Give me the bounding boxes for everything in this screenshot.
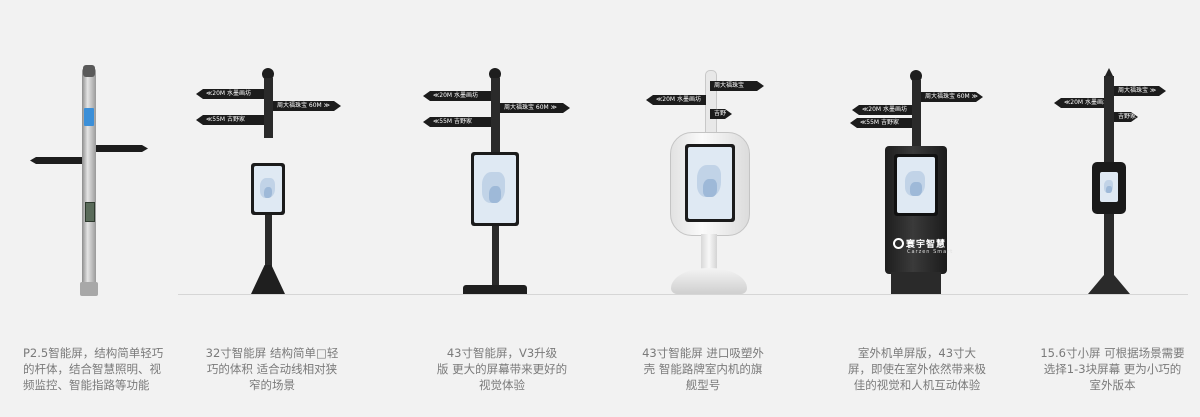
display-screen [685, 144, 735, 222]
white-stem [701, 234, 717, 274]
product-43-inch-v3: ≪20M 水墨画坊 周大福珠宝 60M ≫ ≪55M 吉野家 [415, 60, 580, 300]
sign-3: 吉野 [710, 109, 732, 119]
sign-3: ≪55M 古野家 [196, 115, 264, 125]
display-screen [894, 154, 938, 216]
blue-display-strip [84, 108, 94, 126]
pole-base [80, 282, 98, 296]
brand-subtitle: Carzen Smart [907, 249, 954, 255]
sign-3: ≪55M 吉野家 [423, 117, 491, 127]
floor-line [178, 294, 1188, 295]
pole-lower [265, 215, 272, 270]
sign-1: ≪20M 水墨画坊 [196, 89, 264, 99]
pole-cap [83, 65, 95, 77]
arm-left [30, 157, 82, 164]
pole-base [251, 265, 285, 294]
sign-2: ≪20M 水墨画坊 [1054, 98, 1104, 108]
product-32-inch: ≪20M 水墨画坊 周大福珠宝 60M ≫ ≪55M 古野家 [190, 60, 350, 300]
display-screen [1092, 162, 1126, 214]
kiosk-base [891, 272, 941, 294]
pole-upper [491, 78, 500, 156]
caption-32-inch: 32寸智能屏 结构简单□轻 巧的体积 适合动线相对狭 窄的场景 [205, 346, 339, 392]
caption-43-inch-v3: 43寸智能屏，V3升级 版 更大的屏幕带来更好的 视觉体验 [436, 346, 568, 392]
map-display [474, 155, 516, 223]
sign-3: ≪55M 吉野家 [850, 118, 912, 128]
pole-tip [1104, 68, 1114, 78]
sign-2: 周大福珠宝 60M ≫ [500, 103, 570, 113]
pole-lower [492, 226, 499, 286]
pole-finial [489, 68, 501, 80]
arm-right [96, 145, 148, 152]
product-outdoor-single: 周大福珠宝 60M ≫ ≪20M 水墨画坊 ≪55M 吉野家 寰宇智慧 Carz… [838, 60, 998, 300]
map-display [1100, 172, 1118, 202]
caption-43-inch-flagship: 43寸智能屏 进口吸塑外 壳 智能路牌室内机的旗 舰型号 [642, 346, 764, 392]
pole-lower [1104, 214, 1114, 280]
sign-1: ≪20M 水墨画坊 [423, 91, 491, 101]
brand-name: 寰宇智慧 [906, 240, 947, 250]
sign-1: 周大福珠宝 ≫ [1114, 86, 1166, 96]
white-base [671, 268, 747, 294]
product-43-inch-flagship: 周大福珠宝 ≪20M 水墨画坊 吉野 [628, 60, 778, 300]
display-screen [471, 152, 519, 226]
pole-body [82, 68, 96, 293]
product-15-6-inch: 周大福珠宝 ≫ ≪20M 水墨画坊 吉野家 [1048, 60, 1178, 300]
caption-p25: P2.5智能屏，结构简单轻巧 的杆体，结合智慧照明、视 频监控、智能指路等功能 [23, 346, 164, 392]
sign-2: ≪20M 水墨画坊 [852, 105, 912, 115]
pole-upper [912, 80, 921, 150]
map-display [254, 166, 282, 212]
sign-1: 周大福珠宝 60M ≫ [921, 92, 983, 102]
pole-finial [262, 68, 274, 80]
green-display-strip [85, 202, 95, 222]
pole-finial [910, 70, 922, 82]
map-display [897, 157, 935, 213]
pole-base [463, 285, 527, 294]
sign-1: 周大福珠宝 [710, 81, 764, 91]
pole-base [1088, 274, 1130, 294]
pole-upper [1104, 76, 1114, 162]
product-p25-pole [28, 60, 158, 300]
sign-3: 吉野家 [1114, 112, 1138, 122]
pole-upper [264, 78, 273, 138]
caption-outdoor-single: 室外机单屏版，43寸大 屏，即使在室外依然带来极 佳的视觉和人机互动体验 [848, 346, 986, 392]
map-display [688, 147, 732, 219]
brand-logo-icon [893, 238, 904, 249]
sign-2: 周大福珠宝 60M ≫ [273, 101, 341, 111]
display-screen [251, 163, 285, 215]
sign-2: ≪20M 水墨画坊 [646, 95, 706, 105]
caption-15-6-inch: 15.6寸小屏 可根据场景需要 选择1-3块屏幕 更为小巧的 室外版本 [1040, 346, 1185, 392]
